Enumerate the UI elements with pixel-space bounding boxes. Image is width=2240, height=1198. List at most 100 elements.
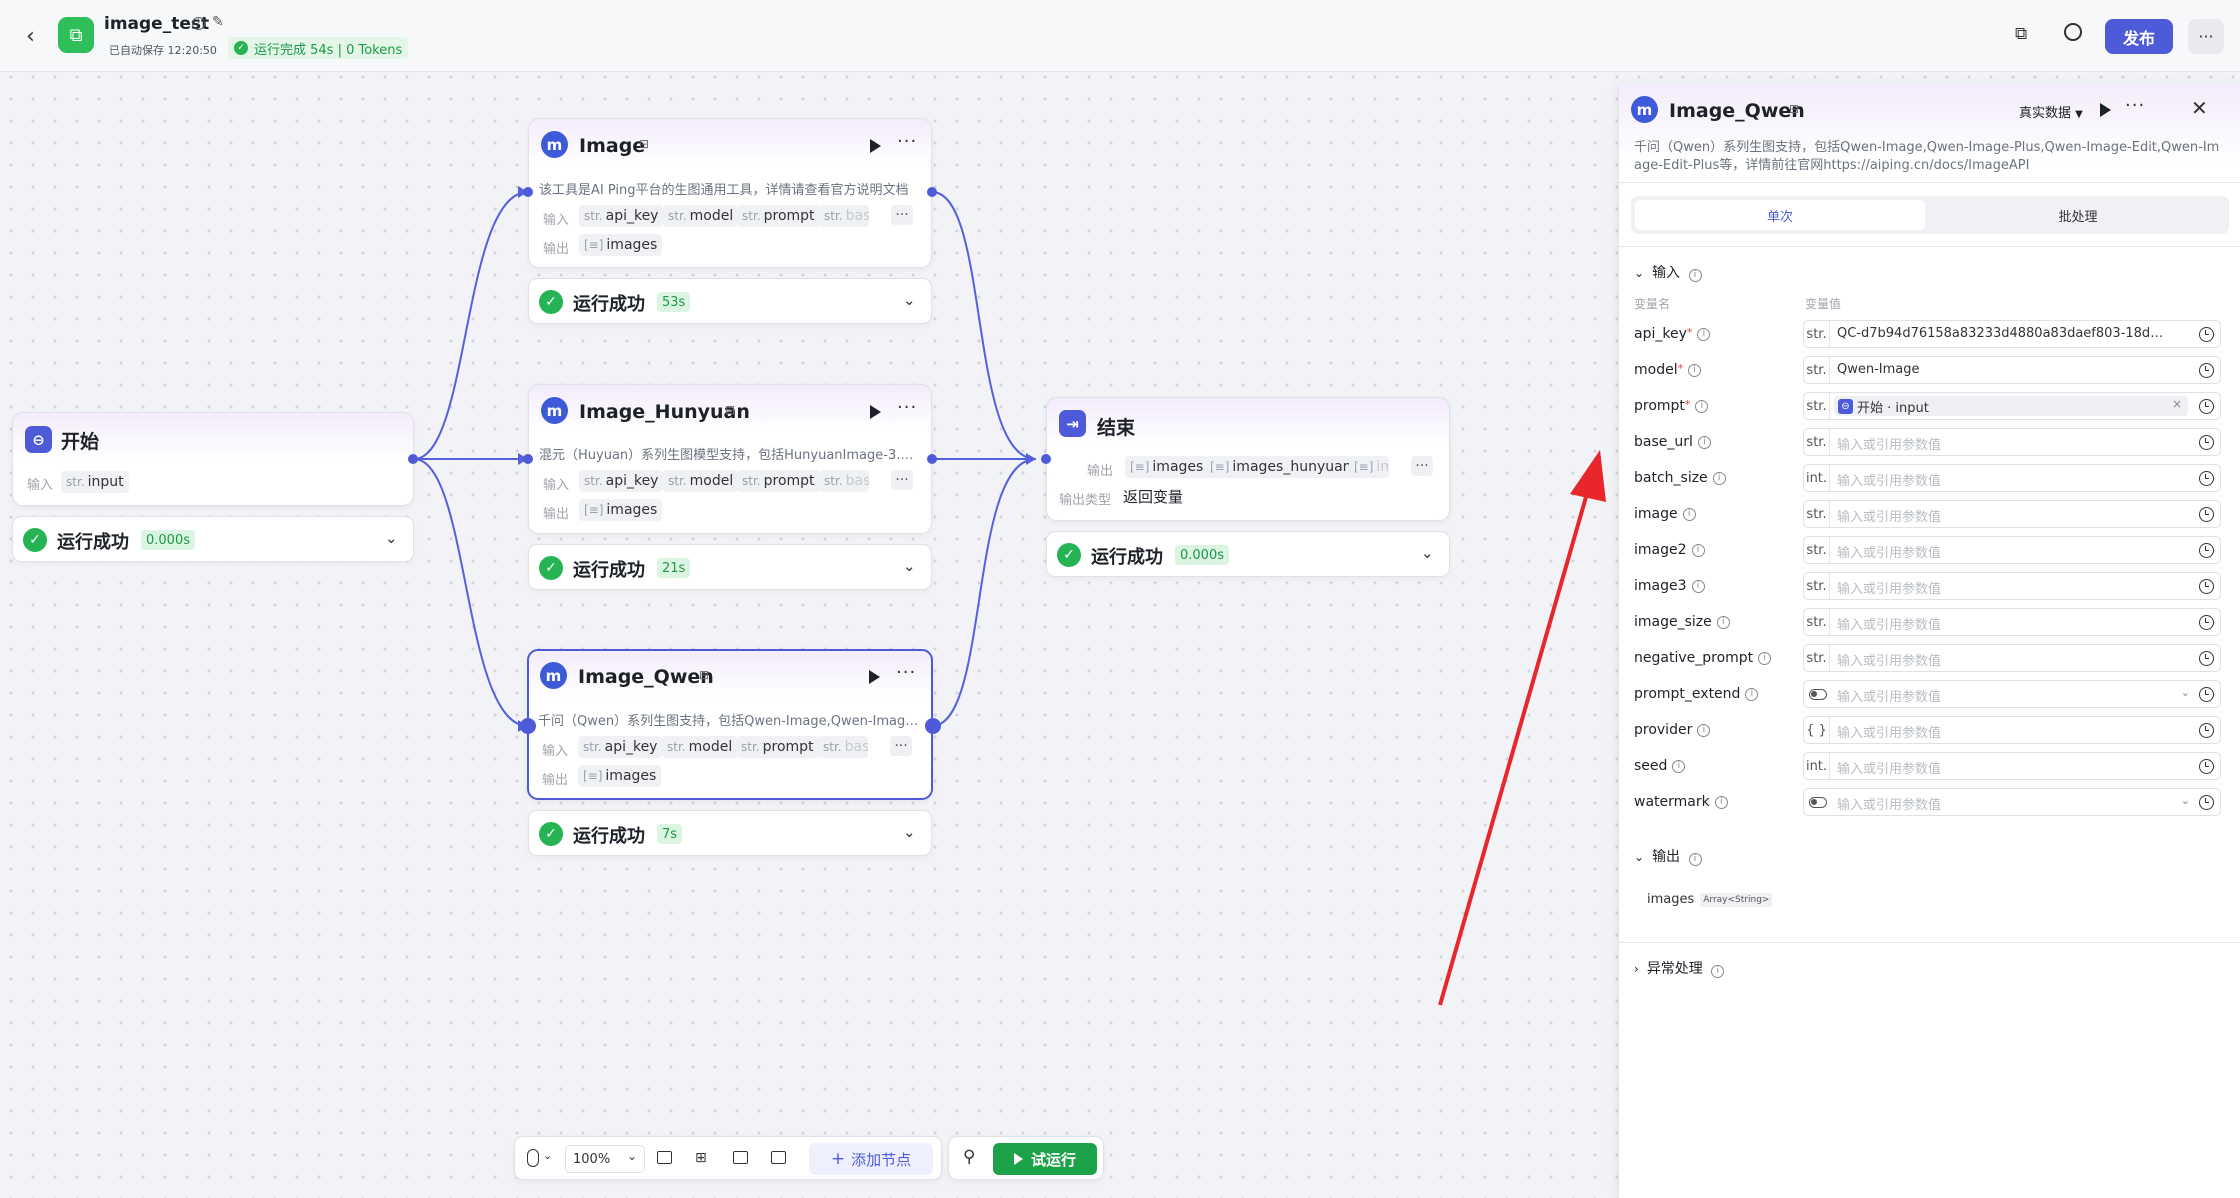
minimap-icon[interactable] xyxy=(771,1151,786,1164)
image-icon[interactable] xyxy=(733,1151,748,1164)
image-node[interactable]: m Image ⊟ ··· 该工具是AI Ping平台的生图通用工具，详情请查看… xyxy=(528,118,932,268)
chevron-down-icon[interactable]: ⌄ xyxy=(903,291,916,309)
chevron-down-icon[interactable]: ⌄ xyxy=(2180,686,2190,699)
more-outputs-button[interactable]: ··· xyxy=(1411,456,1433,476)
chevron-down-icon[interactable]: ⌄ xyxy=(385,529,398,547)
param-value-field[interactable]: str.输入或引用参数值 xyxy=(1803,608,2221,636)
end-node[interactable]: ⇥ 结束 输出 [≡]images [≡]images_hunyuan [≡]i… xyxy=(1046,397,1450,521)
output-port[interactable] xyxy=(927,187,937,197)
start-output-port[interactable] xyxy=(408,454,418,464)
param-value-field[interactable]: str.输入或引用参数值 xyxy=(1803,428,2221,456)
variable-picker-icon[interactable] xyxy=(2199,723,2214,738)
param-value-field[interactable]: int.输入或引用参数值 xyxy=(1803,752,2221,780)
variable-picker-icon[interactable] xyxy=(2199,651,2214,666)
image-qwen-node[interactable]: m Image_Qwen ⊟ ··· 千问（Qwen）系列生图支持，包括Qwen… xyxy=(527,649,933,800)
param-type-label: str. xyxy=(1804,357,1830,383)
chevron-down-icon[interactable]: ⌄ xyxy=(903,823,916,841)
node-menu-icon[interactable]: ··· xyxy=(897,397,918,418)
param-value-field[interactable]: str.⊖开始 · input× xyxy=(1803,392,2221,420)
node-menu-icon[interactable]: ··· xyxy=(896,662,917,683)
start-status-bar[interactable]: ✓ 运行成功 0.000s ⌄ xyxy=(12,516,414,562)
image-status-bar[interactable]: ✓ 运行成功 53s ⌄ xyxy=(528,278,932,324)
variable-picker-icon[interactable] xyxy=(2199,507,2214,522)
param-value-field[interactable]: ⌄输入或引用参数值 xyxy=(1803,788,2221,816)
chevron-down-icon[interactable]: ⌄ xyxy=(2180,794,2190,807)
param-value-field[interactable]: str.输入或引用参数值 xyxy=(1803,536,2221,564)
run-node-icon[interactable] xyxy=(870,139,881,153)
qwen-status-bar[interactable]: ✓ 运行成功 7s ⌄ xyxy=(528,810,932,856)
run-node-icon[interactable] xyxy=(870,405,881,419)
more-inputs-button[interactable]: ··· xyxy=(891,470,913,490)
input-section-header[interactable]: ⌄输入 i xyxy=(1634,262,1702,282)
history-icon[interactable] xyxy=(2064,23,2082,41)
publish-button[interactable]: 发布 xyxy=(2105,19,2173,54)
output-port[interactable] xyxy=(927,454,937,464)
data-mode-select[interactable]: 真实数据 ▼ xyxy=(2019,102,2083,121)
input-port[interactable] xyxy=(520,718,536,734)
end-status-bar[interactable]: ✓ 运行成功 0.000s ⌄ xyxy=(1046,531,1450,577)
reference-chip[interactable]: ⊖开始 · input× xyxy=(1834,396,2188,416)
variable-picker-icon[interactable] xyxy=(2199,543,2214,558)
toggle-icon[interactable] xyxy=(1809,689,1827,700)
mouse-mode-icon[interactable] xyxy=(527,1149,539,1167)
run-node-icon[interactable] xyxy=(2100,103,2111,117)
variable-picker-icon[interactable] xyxy=(2199,759,2214,774)
node-title: Image_Hunyuan xyxy=(579,401,750,423)
variable-picker-icon[interactable] xyxy=(2199,579,2214,594)
param-value-field[interactable]: ⌄ 输入或引用参数值 xyxy=(1803,680,2221,708)
variable-picker-icon[interactable] xyxy=(2199,327,2214,342)
start-node[interactable]: ⊖ 开始 输入 str.input xyxy=(12,412,414,506)
run-node-icon[interactable] xyxy=(869,670,880,684)
param-placeholder: 输入或引用参数值 xyxy=(1837,690,1942,705)
toggle-icon[interactable] xyxy=(1809,797,1827,808)
variable-picker-icon[interactable] xyxy=(2199,399,2214,414)
variable-picker-icon[interactable] xyxy=(2199,795,2214,810)
debug-icon[interactable]: ⚲ xyxy=(963,1147,976,1167)
clear-icon[interactable]: × xyxy=(2171,397,2182,411)
variable-picker-icon[interactable] xyxy=(2199,615,2214,630)
input-section-label: 输入 xyxy=(1652,265,1681,281)
variable-picker-icon[interactable] xyxy=(2199,363,2214,378)
edit-icon[interactable]: ✎ xyxy=(212,14,224,30)
error-section-header[interactable]: ›异常处理 i xyxy=(1634,958,1725,978)
tab-single[interactable]: 单次 xyxy=(1635,200,1925,230)
image-hunyuan-node[interactable]: m Image_Hunyuan ⊟ ··· 混元（Huyuan）系列生图模型支持… xyxy=(528,384,932,534)
param-value-field[interactable]: str.输入或引用参数值 xyxy=(1803,572,2221,600)
input-port[interactable] xyxy=(1041,454,1051,464)
panel-menu-icon[interactable]: ··· xyxy=(2125,95,2146,116)
info-icon[interactable]: ! xyxy=(192,17,205,30)
copy-icon[interactable]: ⧉ xyxy=(2015,24,2028,44)
chevron-down-icon[interactable]: ⌄ xyxy=(543,1149,553,1162)
param-value-field[interactable]: str.Qwen-Image xyxy=(1803,356,2221,384)
output-section-header[interactable]: ⌄输出 i xyxy=(1634,846,1702,866)
chevron-down-icon[interactable]: ⌄ xyxy=(1421,544,1434,562)
param-value-field[interactable]: int.输入或引用参数值 xyxy=(1803,464,2221,492)
param-value-field[interactable]: { }输入或引用参数值 xyxy=(1803,716,2221,744)
chevron-down-icon[interactable]: ⌄ xyxy=(903,557,916,575)
trial-run-button[interactable]: 试运行 xyxy=(993,1143,1097,1175)
comment-icon[interactable] xyxy=(657,1151,672,1164)
param-value-field[interactable]: str.QC-d7b94d76158a83233d4880a83daef803-… xyxy=(1803,320,2221,348)
param-value-field[interactable]: str.输入或引用参数值 xyxy=(1803,500,2221,528)
input-port[interactable] xyxy=(523,187,533,197)
layout-icon[interactable]: ⊞ xyxy=(695,1150,707,1166)
add-node-button[interactable]: + 添加节点 xyxy=(809,1143,933,1175)
caret-down-icon: ▼ xyxy=(2075,109,2083,120)
tab-batch[interactable]: 批处理 xyxy=(2058,209,2098,225)
app-title: image_test xyxy=(104,14,210,34)
status-text: 运行成功 xyxy=(573,560,645,581)
more-menu-button[interactable]: ··· xyxy=(2188,19,2224,54)
variable-picker-icon[interactable] xyxy=(2199,471,2214,486)
input-port[interactable] xyxy=(523,454,533,464)
hunyuan-status-bar[interactable]: ✓ 运行成功 21s ⌄ xyxy=(528,544,932,590)
close-icon[interactable]: ✕ xyxy=(2191,96,2208,120)
node-menu-icon[interactable]: ··· xyxy=(897,131,918,152)
output-port[interactable] xyxy=(925,718,941,734)
zoom-select[interactable]: 100% ⌄ xyxy=(565,1145,645,1173)
param-value-field[interactable]: str.输入或引用参数值 xyxy=(1803,644,2221,672)
variable-picker-icon[interactable] xyxy=(2199,687,2214,702)
more-inputs-button[interactable]: ··· xyxy=(890,736,912,756)
back-icon[interactable]: ‹ xyxy=(26,24,35,49)
more-inputs-button[interactable]: ··· xyxy=(891,205,913,225)
variable-picker-icon[interactable] xyxy=(2199,435,2214,450)
